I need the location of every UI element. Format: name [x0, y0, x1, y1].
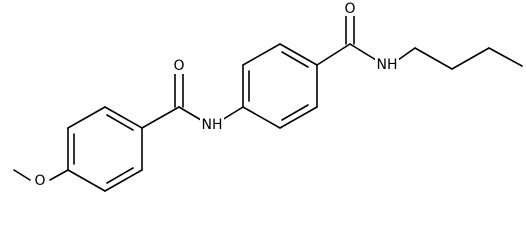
atom-nh-right: NH: [377, 57, 398, 73]
bond-ring1-b: [67, 106, 106, 129]
bond-n-butyl: [397, 47, 416, 61]
bond-ring2-c: [279, 43, 318, 66]
bond-ring2-double-2: [281, 51, 309, 68]
bond-ring1-double-3: [106, 167, 134, 184]
bond-ring2-e: [279, 106, 318, 129]
bond-ring1-c: [104, 106, 143, 129]
bond-butyl-1: [414, 47, 453, 70]
atom-nh-left: NH: [202, 117, 223, 133]
bond-ring2-f: [242, 106, 281, 129]
bond-ring2-b: [242, 43, 281, 66]
bond-ring2-carbonyl: [316, 43, 351, 66]
bonds: [13, 12, 523, 192]
molecule-structure: O O NH O NH: [13, 0, 523, 192]
bond-butyl-2: [451, 47, 490, 70]
bond-methyl-o: [13, 169, 31, 181]
bond-n-ring2: [221, 106, 244, 121]
atom-o-methoxy: O: [34, 173, 45, 189]
bond-ring1-carbonyl: [141, 106, 180, 129]
bond-carbonyl2-n: [349, 43, 377, 61]
bond-o-ring1: [49, 169, 69, 181]
bond-ring1-f: [67, 169, 106, 192]
bond-ring1-e: [104, 169, 143, 192]
atom-o-carbonyl-right: O: [344, 1, 355, 17]
bond-ring2-double-3: [281, 104, 309, 121]
bond-ring1-double-2: [106, 114, 134, 131]
atom-labels: O O NH O NH: [31, 0, 399, 189]
atom-o-carbonyl-left: O: [173, 58, 184, 74]
bond-butyl-3: [488, 47, 523, 67]
bond-carbonyl1-n: [178, 106, 202, 121]
